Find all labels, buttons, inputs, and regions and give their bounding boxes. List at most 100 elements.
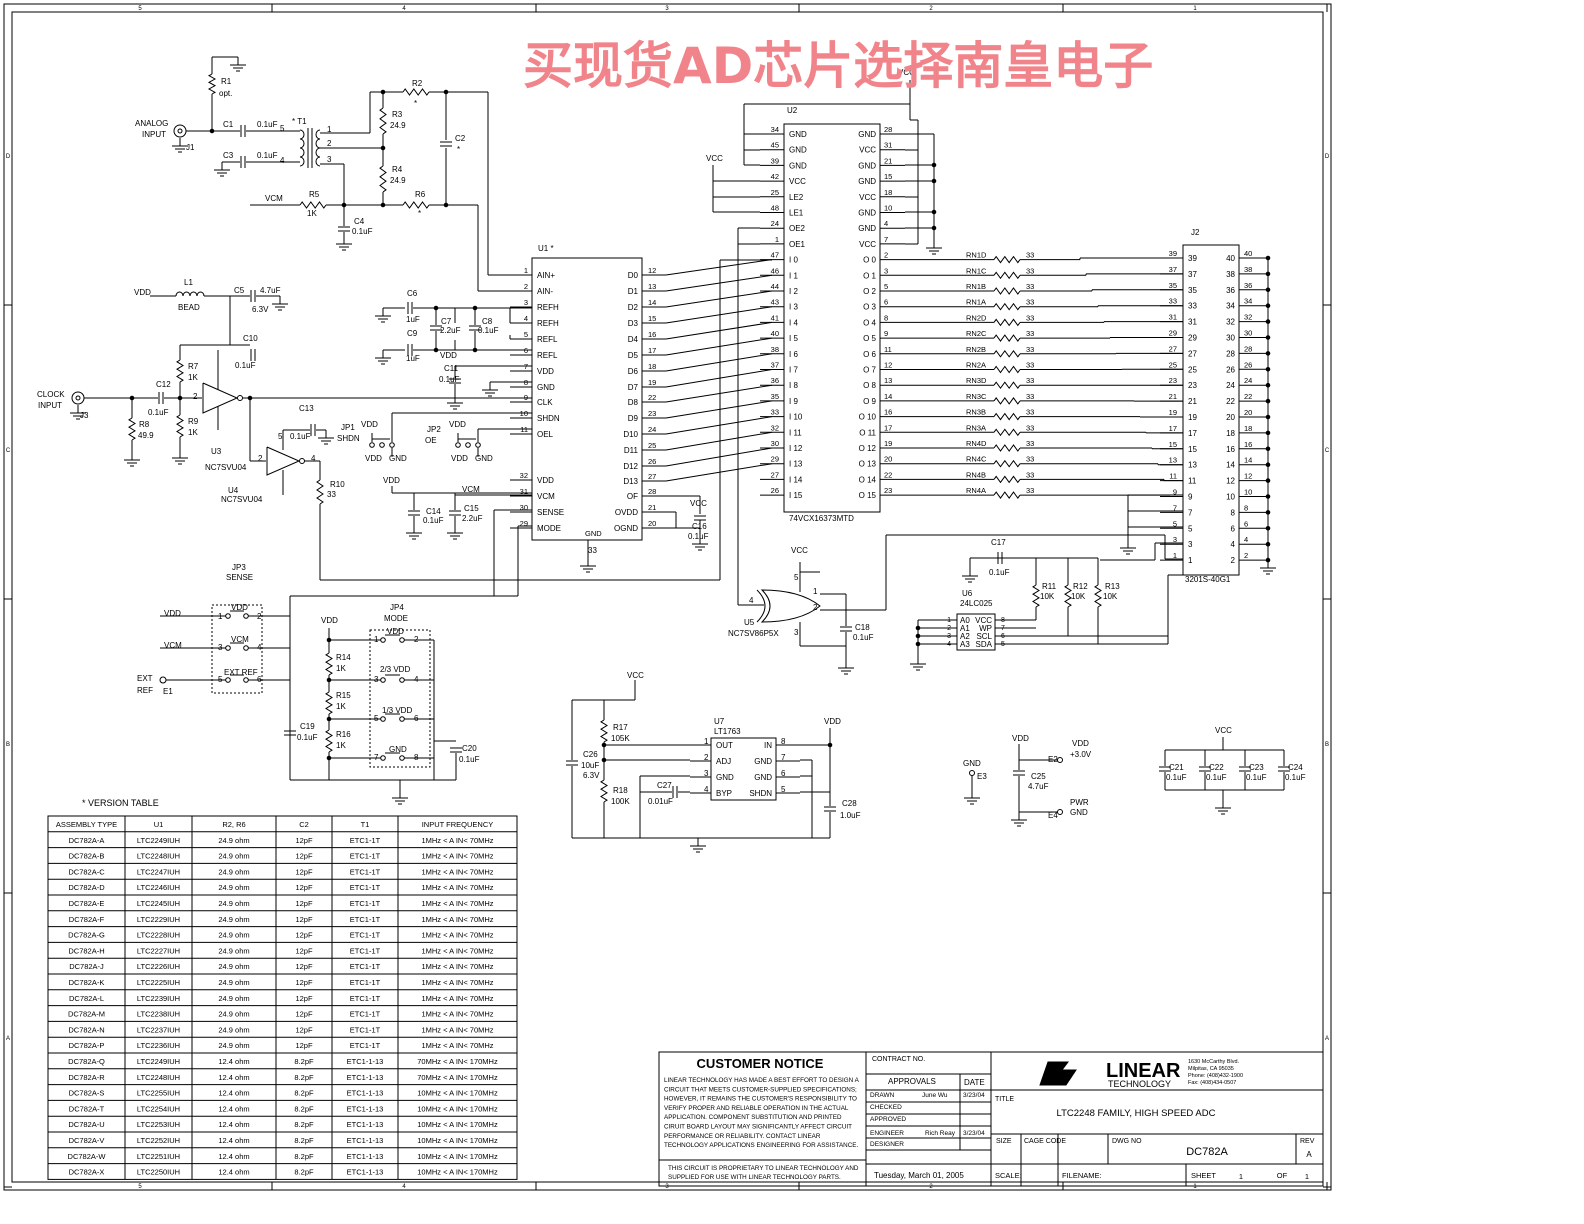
component-label: R18 bbox=[613, 786, 628, 795]
component-label: 0.01uF bbox=[648, 797, 673, 806]
resistor-symbol bbox=[993, 318, 1021, 327]
component-label: JP1 bbox=[341, 423, 355, 432]
linear-logo-mark bbox=[1039, 1061, 1077, 1086]
component-label: * T1 bbox=[292, 117, 307, 126]
version-table-header: T1 bbox=[361, 820, 370, 829]
component-label: 74VCX16373MTD bbox=[789, 514, 854, 523]
u1-pin-number: 3 bbox=[524, 298, 528, 307]
version-table-cell: DC782A-D bbox=[68, 883, 105, 892]
version-table-cell: 1MHz < A IN< 70MHz bbox=[421, 994, 493, 1003]
u6-pin-number: 3 bbox=[947, 633, 951, 640]
u2-pin-name: O 3 bbox=[863, 303, 876, 312]
border-outer bbox=[3, 3, 1332, 1191]
u2-pin-number: 38 bbox=[771, 345, 779, 354]
filename-label: FILENAME: bbox=[1062, 1171, 1102, 1180]
rn-value: 33 bbox=[1026, 345, 1034, 354]
component-label: 4.7uF bbox=[1028, 782, 1049, 791]
u1-gnd-label: GND bbox=[585, 529, 602, 538]
pin-circle bbox=[237, 395, 243, 401]
wire bbox=[665, 384, 773, 403]
version-table-cell: ETC1-1T bbox=[350, 962, 381, 971]
rn-value: 33 bbox=[1026, 408, 1034, 417]
component-label: R2 bbox=[412, 79, 423, 88]
ground-symbol bbox=[580, 558, 596, 573]
component-label: 100K bbox=[611, 797, 630, 806]
component-label: 24LC025 bbox=[960, 599, 993, 608]
component-label: C12 bbox=[156, 380, 171, 389]
j2-pin-number: 3 bbox=[1188, 540, 1193, 549]
version-table-cell: ETC1-1T bbox=[350, 1025, 381, 1034]
version-table-cell: DC782A-S bbox=[69, 1089, 105, 1098]
component-label: VDD bbox=[383, 476, 400, 485]
version-table-cell: 12.4 ohm bbox=[218, 1152, 249, 1161]
j2-pin-number: 20 bbox=[1226, 413, 1235, 422]
u2-pin-name: I 12 bbox=[789, 444, 803, 453]
u2-pin-number: 42 bbox=[771, 172, 779, 181]
version-table-cell: 12pF bbox=[295, 899, 313, 908]
version-table-cell: ETC1-1T bbox=[350, 1010, 381, 1019]
designer-label: DESIGNER bbox=[870, 1141, 904, 1148]
version-table-cell: ETC1-1-13 bbox=[347, 1057, 384, 1066]
pin-circle bbox=[379, 442, 385, 448]
j2-pin-number: 30 bbox=[1226, 334, 1235, 343]
u2-pin-name: GND bbox=[858, 130, 876, 139]
components bbox=[70, 57, 1290, 853]
component-label: VDD bbox=[387, 627, 404, 636]
component-label: 4 bbox=[280, 156, 285, 165]
u2-pin-name: O 2 bbox=[863, 287, 876, 296]
component-label: 2 bbox=[327, 139, 332, 148]
resistor-symbol bbox=[993, 459, 1021, 468]
component-label: 2.2uF bbox=[462, 514, 483, 523]
resistor-symbol bbox=[1094, 584, 1102, 608]
version-table-cell: ETC1-1-13 bbox=[347, 1089, 384, 1098]
rn-label: RN2C bbox=[966, 329, 987, 338]
j2-pin-number-outer: 1 bbox=[1173, 551, 1177, 560]
pin-circle bbox=[369, 442, 375, 448]
u2-pin-name: O 1 bbox=[863, 271, 876, 280]
version-table-header: C2 bbox=[299, 820, 309, 829]
u7-pin-name: GND bbox=[754, 757, 772, 766]
component-label: C16 bbox=[692, 522, 707, 531]
version-table-cell: DC782A-Q bbox=[68, 1057, 105, 1066]
component-label: GND bbox=[1070, 808, 1088, 817]
version-table-cell: 24.9 ohm bbox=[218, 994, 249, 1003]
component-label: 0.1uF bbox=[459, 755, 480, 764]
u2-pin-name: I 9 bbox=[789, 397, 798, 406]
version-table-cell: DC782A-M bbox=[68, 1010, 105, 1019]
u2-pin-name: GND bbox=[858, 209, 876, 218]
u1-pin-number: 24 bbox=[648, 425, 656, 434]
component-label: U2 bbox=[787, 106, 798, 115]
j2-pin-number: 7 bbox=[1188, 508, 1193, 517]
u2-pin-name: I 2 bbox=[789, 287, 798, 296]
u2-pin-name: I 1 bbox=[789, 271, 798, 280]
u2-pin-name: I 6 bbox=[789, 350, 798, 359]
j2-pin-number-outer: 5 bbox=[1173, 519, 1177, 528]
component-label: 1K bbox=[188, 428, 198, 437]
j2-pin-number-outer: 6 bbox=[1244, 519, 1248, 528]
u1-pin-number: 27 bbox=[648, 472, 656, 481]
wire bbox=[665, 416, 773, 435]
junction-dot bbox=[931, 162, 937, 168]
date-label: DATE bbox=[964, 1078, 985, 1087]
component-label: VCM bbox=[462, 485, 480, 494]
ground-symbol bbox=[392, 790, 408, 805]
version-table-cell: 24.9 ohm bbox=[218, 1025, 249, 1034]
version-table-cell: DC782A-C bbox=[68, 867, 105, 876]
pin-circle bbox=[243, 677, 249, 683]
capacitor-symbol bbox=[840, 626, 852, 632]
version-table-cell: 8.2pF bbox=[294, 1073, 314, 1082]
version-table-cell: LTC2245IUH bbox=[137, 899, 180, 908]
u1-pin-name: D3 bbox=[628, 319, 639, 328]
capacitor-symbol bbox=[469, 325, 481, 331]
transformer-coil bbox=[299, 156, 305, 167]
resistor-symbol bbox=[600, 779, 608, 803]
component-label: 0.1uF bbox=[290, 432, 311, 441]
j2-pin-number-outer: 26 bbox=[1244, 360, 1252, 369]
version-table-cell: LTC2246IUH bbox=[137, 883, 180, 892]
ground-symbol bbox=[230, 57, 246, 72]
u1-pin-name: VDD bbox=[537, 476, 554, 485]
j2-pin-number: 28 bbox=[1226, 349, 1235, 358]
component-label: 7 bbox=[781, 753, 786, 762]
resistor-symbol bbox=[993, 302, 1021, 311]
capacitor-symbol bbox=[250, 290, 256, 302]
